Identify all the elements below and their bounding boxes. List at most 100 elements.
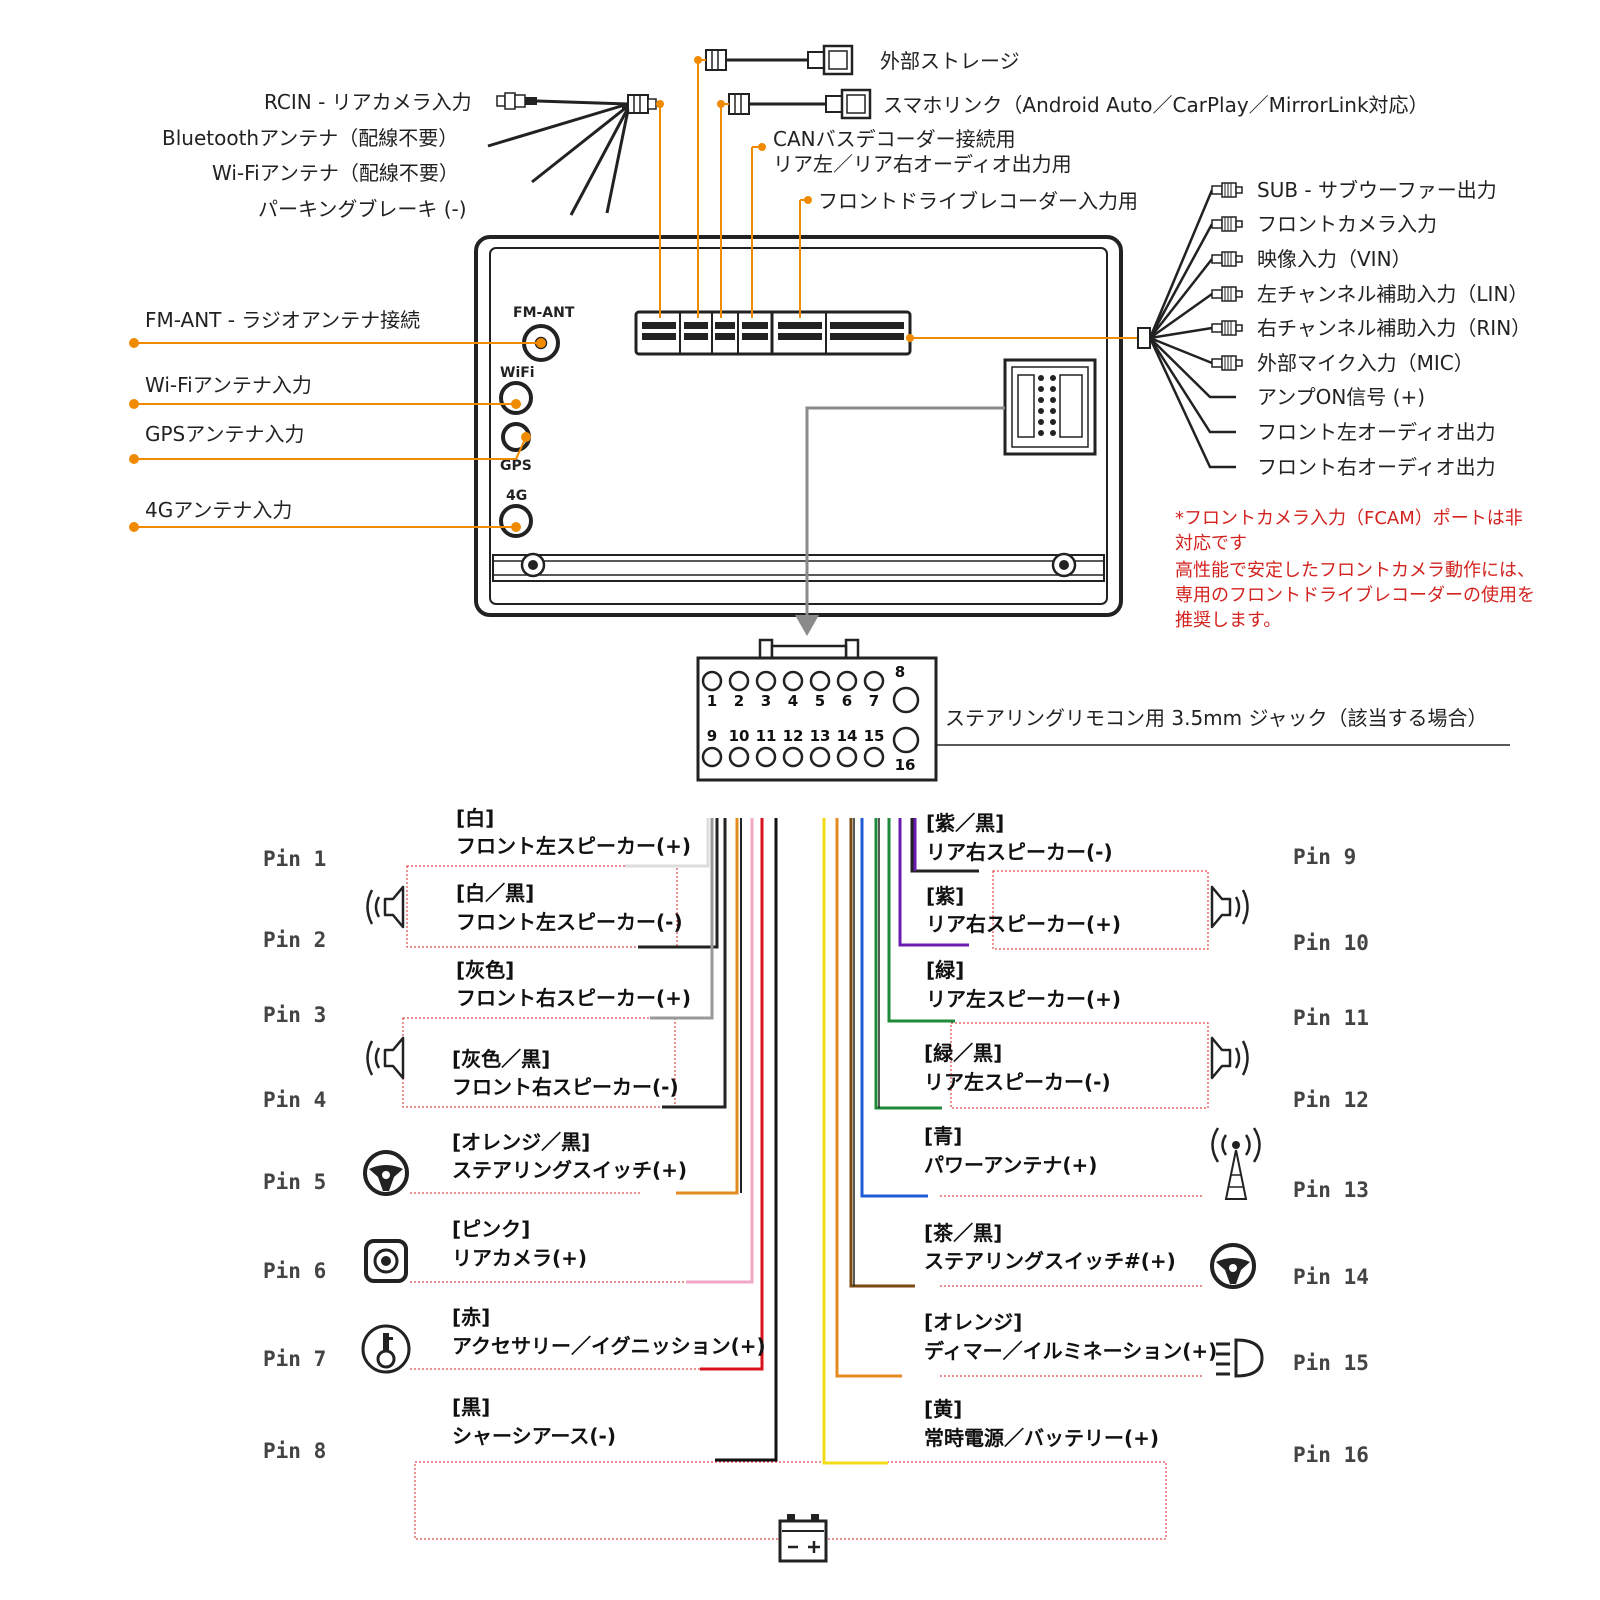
- speaker-icon: [366, 885, 405, 929]
- wire-function: ステアリングスイッチ#(+): [924, 1249, 1176, 1273]
- pin-number: 3: [761, 692, 771, 710]
- dashcam-leader: [799, 196, 812, 318]
- rca-label-lin: 左チャンネル補助入力（LIN）: [1257, 282, 1528, 306]
- note-line-3: 高性能で安定したフロントカメラ動作には、: [1175, 560, 1535, 581]
- jack-label: ステアリングリモコン用 3.5mm ジャック（該当する場合）: [945, 706, 1488, 730]
- pin-number: 2: [734, 692, 744, 710]
- port-label-fm: FM-ANT: [513, 305, 575, 321]
- antenna-icon: [1211, 1127, 1261, 1200]
- rca-plug-icon: [1211, 320, 1243, 336]
- wire-function: シャーシアース(-): [452, 1424, 616, 1448]
- wire-color: [黄]: [924, 1397, 962, 1421]
- wire-function: リア左スピーカー(+): [926, 987, 1121, 1011]
- pin-label: Pin 8: [263, 1439, 326, 1463]
- rca-label-sub: SUB - サブウーファー出力: [1257, 178, 1497, 202]
- connector-label-rear-audio: リア左／リア右オーディオ出力用: [773, 152, 1072, 176]
- wire-function: 常時電源／バッテリー(+): [924, 1426, 1159, 1450]
- wire-color: [灰色]: [456, 958, 514, 982]
- wire-label-front-right-out: フロント右オーディオ出力: [1257, 455, 1496, 479]
- pin-label: Pin 11: [1293, 1006, 1369, 1030]
- wire-color: [オレンジ／黒]: [452, 1130, 590, 1154]
- pin-label: Pin 13: [1293, 1178, 1369, 1202]
- pin-number: 12: [783, 727, 804, 745]
- connector-label-canbus: CANバスデコーダー接続用: [773, 127, 1016, 151]
- wire-label-front-left-out: フロント左オーディオ出力: [1257, 420, 1496, 444]
- rca-plug-icon: [1211, 355, 1243, 371]
- wire-color: フロント右スピーカー(+): [456, 986, 691, 1010]
- wire-function: リア右スピーカー(+): [926, 912, 1121, 936]
- rca-plug-icon: [1211, 286, 1243, 302]
- antenna-label-fm: FM-ANT - ラジオアンテナ接続: [145, 308, 420, 332]
- pin-number: 13: [810, 727, 831, 745]
- usb-storage-cable: [694, 44, 854, 318]
- pin-label: Pin 1: [263, 847, 326, 871]
- pin-number: 9: [707, 727, 717, 745]
- pin-label: Pin 9: [1293, 845, 1356, 869]
- pin-number: 16: [895, 756, 916, 774]
- wire-function: ステアリングスイッチ(+): [452, 1158, 687, 1182]
- pin-number: 14: [837, 727, 858, 745]
- wire-color: [灰色／黒]: [452, 1047, 550, 1071]
- steering-wheel-icon: [1210, 1243, 1256, 1289]
- speaker-icon: [1210, 1036, 1249, 1080]
- wire-color: [ピンク]: [452, 1217, 530, 1241]
- wire-color: [青]: [924, 1124, 962, 1148]
- port-label-gps: GPS: [500, 458, 532, 474]
- fcam-note: *フロントカメラ入力（FCAM）ポートは非 対応です 高性能で安定したフロントカ…: [1175, 508, 1535, 631]
- pin-label: Pin 6: [263, 1259, 326, 1283]
- wire-label-amp-on: アンプON信号 (+): [1257, 385, 1425, 409]
- wire-color: [黒]: [452, 1395, 490, 1419]
- connector-label-dashcam: フロントドライブレコーダー入力用: [818, 189, 1138, 213]
- pin-label: Pin 14: [1293, 1265, 1369, 1289]
- wire-function: フロント右スピーカー(-): [452, 1075, 679, 1099]
- speaker-icon: [366, 1036, 405, 1080]
- wire-label-bluetooth: Bluetoothアンテナ（配線不要）: [162, 126, 458, 150]
- wire-label-wifi: Wi-Fiアンテナ（配線不要）: [212, 161, 459, 185]
- port-label-wifi: WiFi: [500, 365, 535, 381]
- connector-label-storage: 外部ストレージ: [880, 49, 1020, 73]
- top-left-wire-bundle: [487, 92, 664, 318]
- note-line-4: 専用のフロントドライブレコーダーの使用を: [1175, 584, 1535, 606]
- rca-label-mic: 外部マイク入力（MIC）: [1257, 351, 1474, 375]
- wire-color: [オレンジ]: [924, 1310, 1022, 1334]
- rca-plug-icon: [496, 92, 537, 110]
- pin-label: Pin 12: [1293, 1088, 1369, 1112]
- wire-label-parking: パーキングブレーキ (-): [258, 197, 467, 221]
- antenna-label-4g: 4Gアンテナ入力: [145, 498, 292, 522]
- iso-to-connector-arrow: [795, 406, 1005, 636]
- rca-plug-icon: [1211, 216, 1243, 232]
- bundle-connector-icon: [627, 94, 657, 114]
- rca-plug-icon: [1211, 182, 1243, 198]
- left-pin-wires: [625, 818, 778, 1462]
- pin-label: Pin 15: [1293, 1351, 1369, 1375]
- note-line-2: 対応です: [1175, 533, 1247, 554]
- wire-function: パワーアンテナ(+): [924, 1153, 1097, 1177]
- wire-function: フロント左スピーカー(-): [456, 910, 683, 934]
- antenna-label-gps: GPSアンテナ入力: [145, 422, 304, 446]
- note-line-1: *フロントカメラ入力（FCAM）ポートは非: [1175, 508, 1523, 529]
- pin-label: Pin 7: [263, 1347, 326, 1371]
- port-label-4g: 4G: [506, 488, 527, 504]
- pin-label: Pin 3: [263, 1003, 326, 1027]
- pin-number: 15: [864, 727, 885, 745]
- antenna-label-wifi: Wi-Fiアンテナ入力: [145, 373, 312, 397]
- wire-color: [白／黒]: [456, 881, 534, 905]
- pin-label: Pin 4: [263, 1088, 326, 1112]
- connector-label-phonelink: スマホリンク（Android Auto／CarPlay／MirrorLink対応…: [883, 93, 1429, 117]
- pin-label: Pin 10: [1293, 931, 1369, 955]
- pin-number: 11: [756, 727, 777, 745]
- wire-color: [白]: [456, 806, 494, 830]
- mount-screw-icon: [1051, 552, 1077, 578]
- wire-color: [茶／黒]: [924, 1221, 1002, 1245]
- pin-number: 4: [788, 692, 798, 710]
- battery-icon: [778, 1514, 828, 1563]
- ignition-key-icon: [361, 1324, 411, 1374]
- pin-number: 1: [707, 692, 717, 710]
- right-rca-bundle: [906, 182, 1243, 469]
- pin-number: 5: [815, 692, 825, 710]
- wire-function: リアカメラ(+): [452, 1246, 587, 1270]
- pin-number: 6: [842, 692, 852, 710]
- antenna-leader-lines: [129, 338, 546, 532]
- rca-label-vin: 映像入力（VIN）: [1257, 247, 1412, 271]
